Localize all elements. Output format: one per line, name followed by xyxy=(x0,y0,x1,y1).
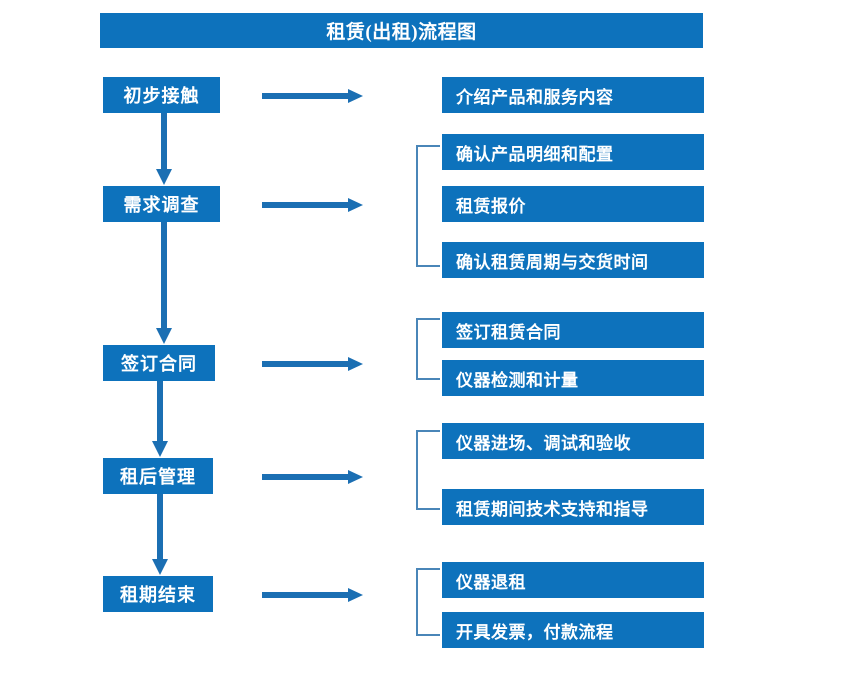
detail-box-jieshaochanpin[interactable]: 介绍产品和服务内容 xyxy=(442,77,704,113)
detail-box-yiqijinchang[interactable]: 仪器进场、调试和验收 xyxy=(442,423,704,459)
brace-group-zuqijieshu xyxy=(416,568,440,636)
detail-box-kaijufapiao[interactable]: 开具发票，付款流程 xyxy=(442,612,704,648)
stage-box-chubujiechu[interactable]: 初步接触 xyxy=(103,77,220,113)
detail-box-querenzulinzhouqi[interactable]: 确认租赁周期与交货时间 xyxy=(442,242,704,278)
stage-box-xuqiudiaocha[interactable]: 需求调查 xyxy=(103,186,220,222)
vertical-arrow-1 xyxy=(156,113,172,185)
vertical-arrow-4 xyxy=(152,494,168,575)
vertical-arrow-3 xyxy=(152,381,168,457)
brace-group-xuqiudiaocha xyxy=(416,145,440,267)
detail-box-zulinbaojia[interactable]: 租赁报价 xyxy=(442,186,704,222)
stage-box-qiandinghetong[interactable]: 签订合同 xyxy=(103,345,215,381)
horizontal-arrow-4 xyxy=(262,470,363,484)
detail-box-zulinqijian[interactable]: 租赁期间技术支持和指导 xyxy=(442,489,704,525)
stage-box-zuhouguanli[interactable]: 租后管理 xyxy=(103,458,213,494)
vertical-arrow-2 xyxy=(156,222,172,344)
horizontal-arrow-2 xyxy=(262,198,363,212)
stage-box-zuqijieshu[interactable]: 租期结束 xyxy=(103,576,213,612)
detail-box-querenchanpin[interactable]: 确认产品明细和配置 xyxy=(442,134,704,170)
detail-box-yiqijiance[interactable]: 仪器检测和计量 xyxy=(442,360,704,396)
horizontal-arrow-5 xyxy=(262,588,363,602)
brace-group-zuhouguanli xyxy=(416,430,440,510)
horizontal-arrow-3 xyxy=(262,357,363,371)
detail-box-qiandingzulinhetong[interactable]: 签订租赁合同 xyxy=(442,312,704,348)
page-title: 租赁(出租)流程图 xyxy=(100,13,703,48)
detail-box-yiqituizu[interactable]: 仪器退租 xyxy=(442,562,704,598)
horizontal-arrow-1 xyxy=(262,89,363,103)
brace-group-qiandinghetong xyxy=(416,318,440,380)
